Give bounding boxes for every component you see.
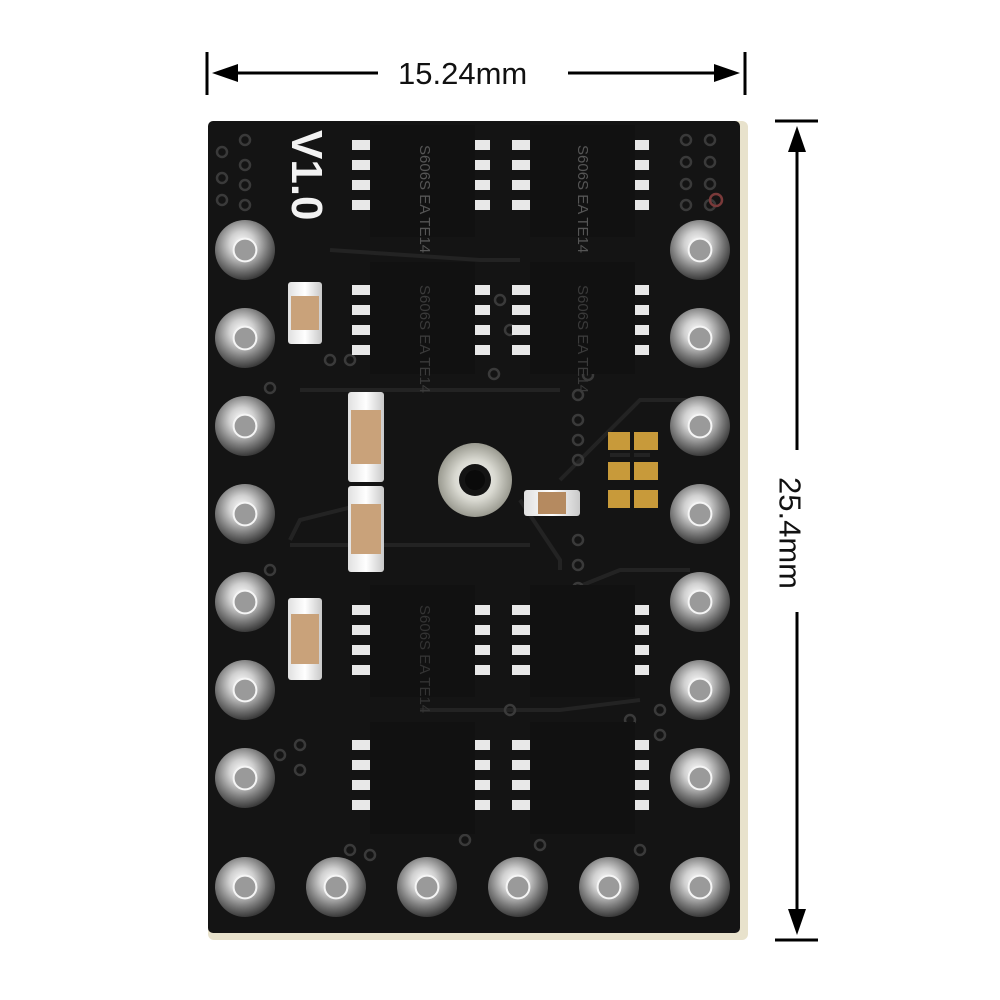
mosfet-chip-3: S606S EA TE14	[352, 262, 490, 393]
header-pin-right-4	[670, 484, 730, 544]
width-dimension	[205, 52, 747, 95]
mosfet-chip-8	[512, 722, 649, 834]
mosfet-chip-1: S606S EA TE14	[352, 125, 490, 253]
svg-text:S606S EA TE14: S606S EA TE14	[574, 285, 591, 393]
mounting-hole	[438, 443, 512, 517]
capacitor-4	[288, 598, 322, 680]
header-pin-bottom-1	[215, 857, 275, 917]
width-dimension-label: 15.24mm	[390, 58, 536, 89]
height-dimension-label: 25.4mm	[773, 469, 808, 597]
mosfet-chip-6	[512, 585, 649, 697]
svg-text:S606S EA TE14: S606S EA TE14	[416, 605, 433, 713]
mosfet-chips: S606S EA TE14 S606S EA TE14 S606S EA TE1…	[352, 125, 649, 834]
header-pin-left-2	[215, 308, 275, 368]
capacitor-2	[348, 392, 384, 482]
header-pin-left-3	[215, 396, 275, 456]
header-pin-right-1	[670, 220, 730, 280]
mosfet-chip-7	[352, 722, 490, 834]
mosfet-chip-2: S606S EA TE14	[512, 125, 649, 253]
header-pin-left-4	[215, 484, 275, 544]
header-pin-left-7	[215, 748, 275, 808]
solder-jumpers	[608, 432, 658, 508]
header-pin-bottom-4	[488, 857, 548, 917]
mosfet-chip-4: S606S EA TE14	[512, 262, 649, 393]
version-silkscreen: V1.0	[282, 130, 331, 221]
svg-text:S606S EA TE14: S606S EA TE14	[574, 145, 591, 253]
smd-capacitors	[288, 282, 580, 680]
header-pin-right-7	[670, 748, 730, 808]
header-pin-bottom-6	[670, 857, 730, 917]
header-pin-left-5	[215, 572, 275, 632]
header-pin-bottom-3	[397, 857, 457, 917]
svg-text:S606S EA TE14: S606S EA TE14	[416, 285, 433, 393]
header-pins	[215, 220, 730, 917]
mosfet-chip-5: S606S EA TE14	[352, 585, 490, 713]
svg-text:S606S EA TE14: S606S EA TE14	[416, 145, 433, 253]
header-pin-right-5	[670, 572, 730, 632]
header-pin-bottom-2	[306, 857, 366, 917]
header-pin-right-6	[670, 660, 730, 720]
capacitor-3	[348, 486, 384, 572]
height-dimension	[775, 119, 818, 942]
pcb-board	[208, 121, 748, 940]
header-pin-left-1	[215, 220, 275, 280]
header-pin-left-6	[215, 660, 275, 720]
capacitor-1	[288, 282, 322, 344]
capacitor-5	[524, 490, 580, 516]
header-pin-right-2	[670, 308, 730, 368]
header-pin-bottom-5	[579, 857, 639, 917]
header-pin-right-3	[670, 396, 730, 456]
